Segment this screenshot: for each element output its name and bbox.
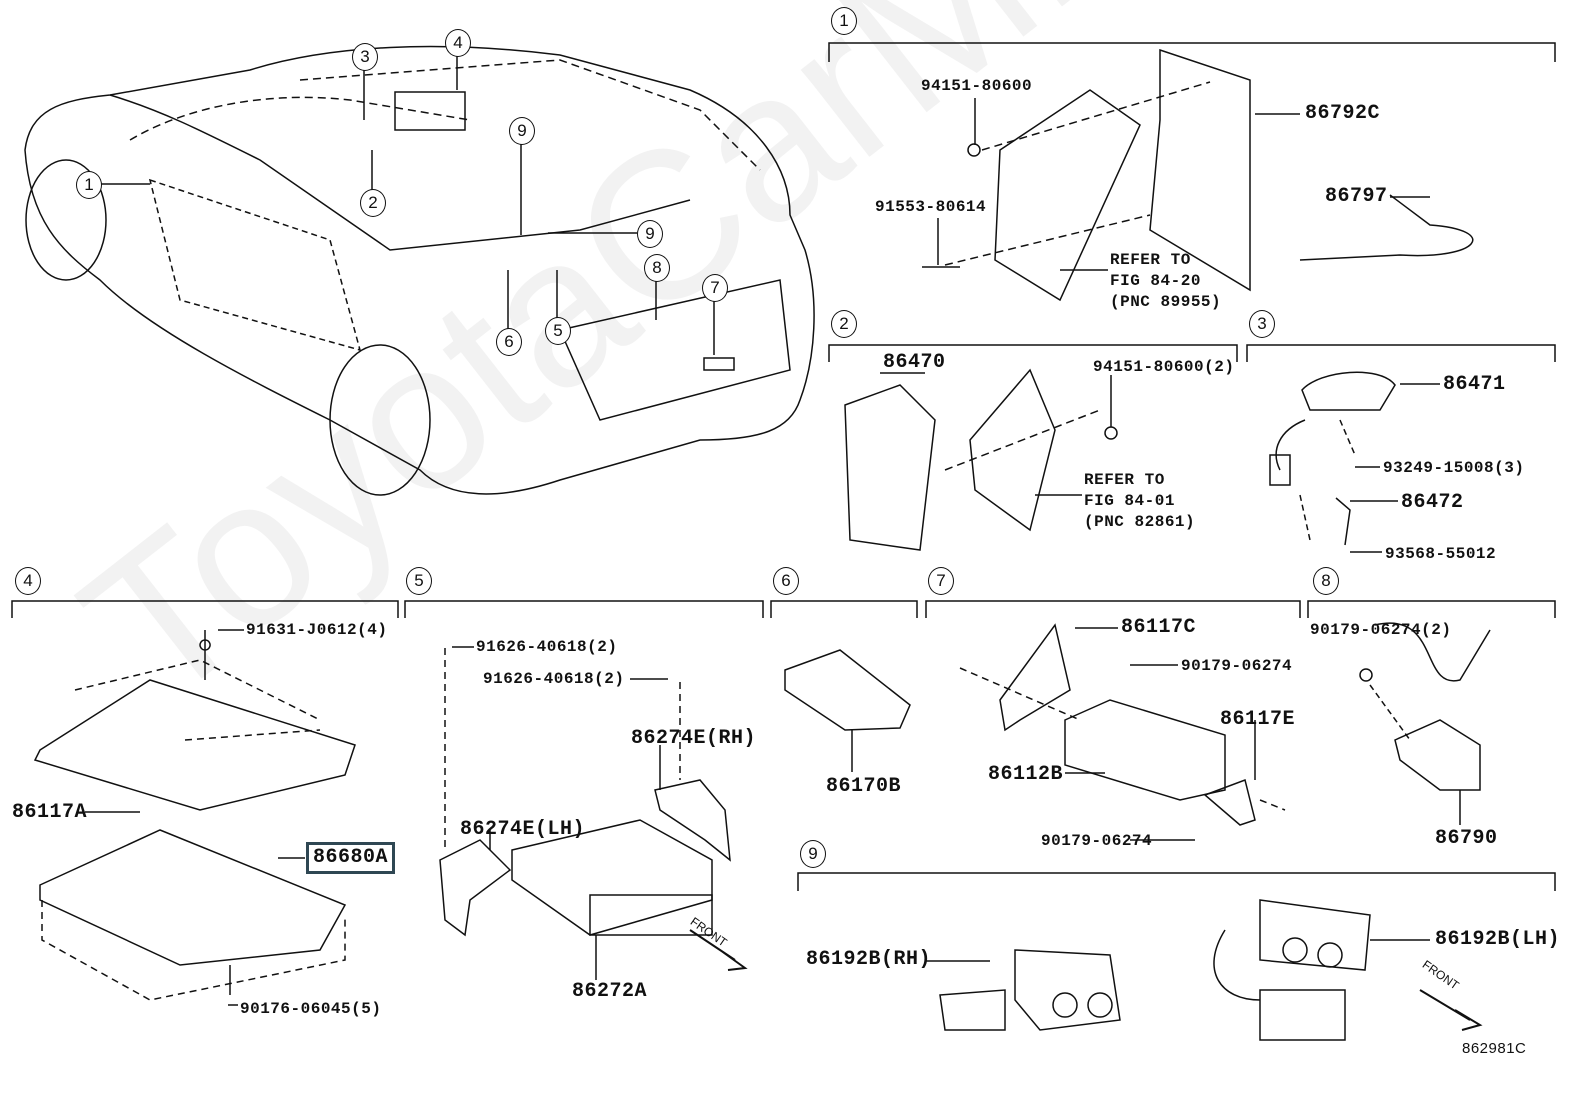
callout-5: 5: [545, 317, 571, 345]
part-86471[interactable]: 86471: [1443, 373, 1506, 396]
part-91626-40618-a[interactable]: 91626-40618(2): [476, 638, 618, 656]
callout-6: 6: [496, 328, 522, 356]
section-4-bracket: [11, 600, 399, 618]
part-86792C[interactable]: 86792C: [1305, 102, 1381, 125]
part-86472[interactable]: 86472: [1401, 491, 1464, 514]
callout-3: 3: [352, 43, 378, 71]
part-91631-J0612[interactable]: 91631-J0612(4): [246, 621, 388, 639]
callout-1: 1: [76, 171, 102, 199]
part-91553-80614[interactable]: 91553-80614: [875, 198, 987, 216]
section-9-bracket: [797, 872, 1556, 891]
section-5-bracket: [404, 600, 764, 618]
part-86790[interactable]: 86790: [1435, 827, 1498, 850]
section-7-marker: 7: [928, 567, 954, 595]
refer-line-2[interactable]: FIG 84-01: [1084, 492, 1175, 510]
part-90176-06045[interactable]: 90176-06045(5): [240, 1000, 382, 1018]
part-94151-80600-2[interactable]: 94151-80600(2): [1093, 358, 1235, 376]
part-86192B-RH[interactable]: 86192B(RH): [806, 948, 932, 971]
part-86192B-LH[interactable]: 86192B(LH): [1435, 928, 1561, 951]
part-86272A[interactable]: 86272A: [572, 980, 648, 1003]
section-3-marker: 3: [1249, 310, 1275, 338]
part-86470[interactable]: 86470: [883, 351, 946, 374]
section-6-marker: 6: [773, 567, 799, 595]
callout-8: 8: [644, 254, 670, 282]
section-3-bracket: [1246, 344, 1556, 362]
part-86680A-highlighted[interactable]: 86680A: [306, 842, 396, 874]
part-86274E-LH[interactable]: 86274E(LH): [460, 818, 586, 841]
part-94151-80600[interactable]: 94151-80600: [921, 77, 1033, 95]
part-86112B[interactable]: 86112B: [988, 763, 1064, 786]
section-2-bracket: [828, 344, 1238, 362]
refer-line-2[interactable]: FIG 84-20: [1110, 272, 1201, 290]
callout-4: 4: [445, 29, 471, 57]
refer-note-2: REFER TO FIG 84-01 (PNC 82861): [1084, 470, 1195, 533]
callout-7: 7: [702, 274, 728, 302]
section-7-bracket: [925, 600, 1301, 618]
section-2-marker: 2: [831, 310, 857, 338]
part-86117E[interactable]: 86117E: [1220, 708, 1296, 731]
callout-2: 2: [360, 189, 386, 217]
part-90179-06274-b[interactable]: 90179-06274: [1041, 832, 1153, 850]
section-6-bracket: [770, 600, 918, 618]
section-1-marker: 1: [831, 7, 857, 35]
refer-line-3: (PNC 82861): [1084, 513, 1196, 531]
car-illustration: [24, 45, 815, 496]
part-91626-40618-b[interactable]: 91626-40618(2): [483, 670, 625, 688]
section-8-marker: 8: [1313, 567, 1339, 595]
refer-line-3: (PNC 89955): [1110, 293, 1222, 311]
section-9-marker: 9: [800, 840, 826, 868]
part-86274E-RH[interactable]: 86274E(RH): [631, 727, 757, 750]
part-86797[interactable]: 86797: [1325, 185, 1388, 208]
part-93568-55012[interactable]: 93568-55012: [1385, 545, 1497, 563]
section-1-bracket: [828, 42, 1556, 62]
callout-9: 9: [509, 117, 535, 145]
part-86117A[interactable]: 86117A: [12, 801, 88, 824]
part-90179-06274-2[interactable]: 90179-06274(2): [1310, 621, 1452, 639]
section-5-marker: 5: [406, 567, 432, 595]
refer-note-1: REFER TO FIG 84-20 (PNC 89955): [1110, 250, 1221, 313]
callout-9b: 9: [637, 220, 663, 248]
section-4-marker: 4: [15, 567, 41, 595]
part-90179-06274-a[interactable]: 90179-06274: [1181, 657, 1293, 675]
part-86170B[interactable]: 86170B: [826, 775, 902, 798]
part-93249-15008[interactable]: 93249-15008(3): [1383, 459, 1525, 477]
refer-line-1: REFER TO: [1084, 471, 1165, 489]
refer-line-1: REFER TO: [1110, 251, 1191, 269]
section-8-bracket: [1307, 600, 1556, 618]
part-86117C[interactable]: 86117C: [1121, 616, 1197, 639]
figure-code: 862981C: [1462, 1040, 1527, 1057]
